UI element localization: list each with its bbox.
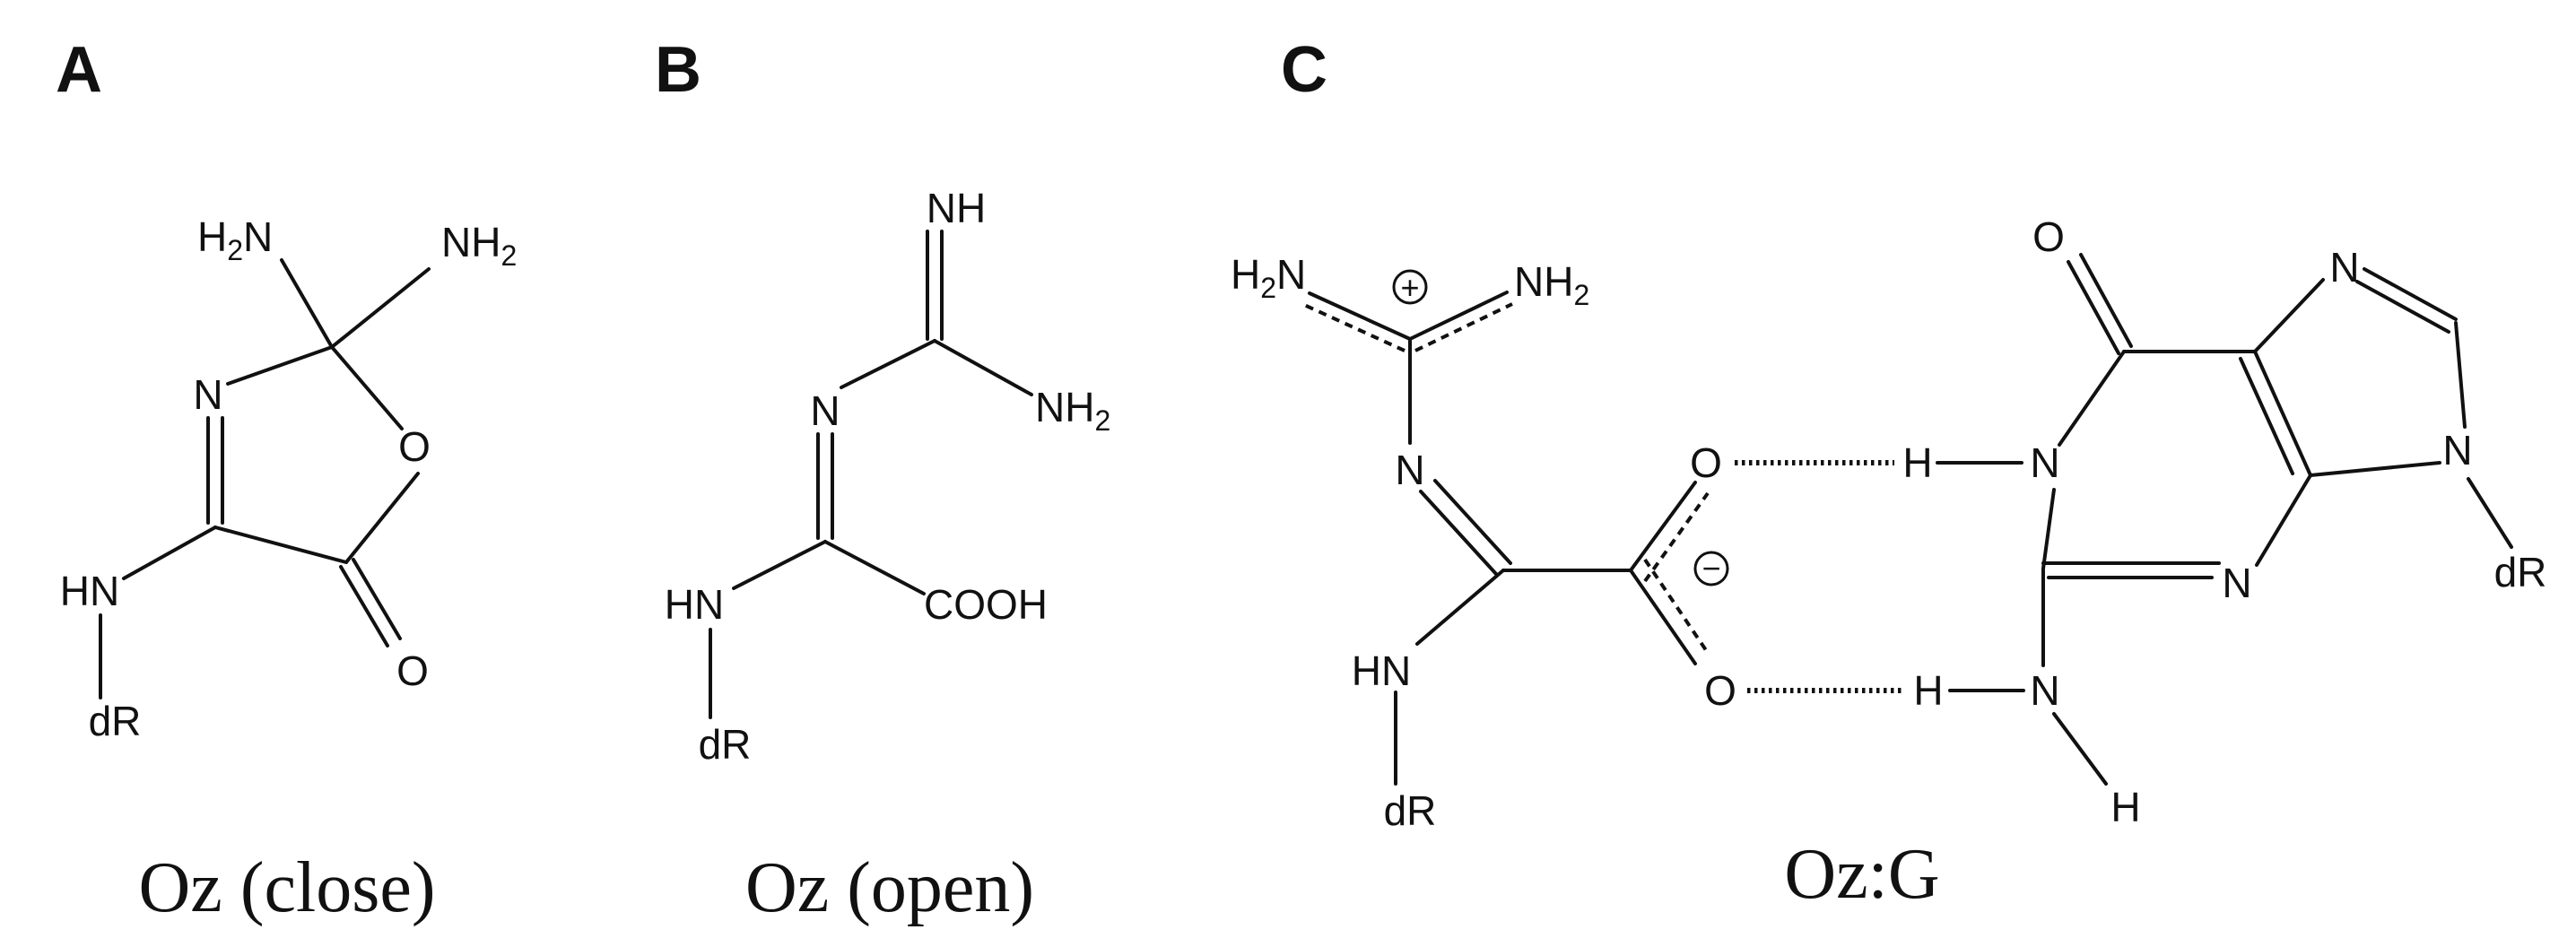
panel-letter-c: C: [1281, 34, 1327, 106]
bond-n9-dr: [2467, 477, 2513, 549]
atom-label: H: [1913, 667, 1943, 714]
bond-c4-hn: [122, 526, 217, 580]
bond-n7-c8-double-a: [2363, 267, 2458, 321]
oz-moiety: + − H2N NH2 N HN dR O O: [1231, 251, 1736, 834]
atom-label: O: [396, 647, 429, 694]
atom-label: dR: [89, 698, 142, 744]
bond-n-c-double-a: [1419, 490, 1498, 576]
atom-label: H: [2110, 784, 2140, 830]
caption-oz-close: Oz (close): [138, 848, 436, 927]
atom-label: NH: [927, 185, 986, 231]
bond-n1-c6: [2058, 350, 2126, 447]
atom-label: NH2: [1035, 384, 1110, 437]
bond-n2-h: [2052, 712, 2108, 786]
bond-n7-c8-double-b: [2355, 280, 2450, 334]
atom-label: O: [1704, 667, 1736, 714]
atom-label: N: [2030, 439, 2059, 486]
bond-coo-o2-resonance: [1643, 558, 1710, 655]
bond-coo-o1: [1629, 481, 1697, 572]
atom-label: COOH: [924, 581, 1048, 628]
atom-label: N: [193, 371, 222, 418]
bond-c4-c5-double-a: [2253, 350, 2312, 477]
atom-label: N: [1395, 447, 1424, 493]
atom-label: HN: [665, 581, 724, 628]
bond-n1-c2: [2041, 488, 2056, 570]
atom-label: O: [398, 423, 431, 470]
atom-label: dR: [699, 721, 752, 768]
minus-charge-circle: [1693, 551, 1729, 586]
bond-guan-c-nh2-resonance: [1414, 302, 1513, 352]
bond-c8-n9: [2454, 321, 2467, 429]
plus-charge-circle: [1392, 269, 1428, 305]
bond-guan-c-h2n: [1308, 291, 1412, 341]
atom-label: O: [1690, 439, 1722, 486]
caption-oz-g: Oz:G: [1784, 835, 1940, 914]
atom-label: NH2: [441, 219, 517, 272]
bond-coo-o2: [1629, 569, 1697, 665]
atom-label: dR: [2494, 549, 2547, 595]
bond-c6-o-double-a: [2067, 260, 2120, 355]
atom-label: NH2: [1514, 258, 1589, 311]
atom-label: N: [2222, 560, 2251, 606]
bond-guan-c-h2n-resonance: [1303, 303, 1405, 352]
bond-c-hn: [1415, 569, 1505, 646]
atom-label: dR: [1384, 787, 1437, 834]
bond-c2-n: [226, 345, 334, 386]
atom-label: N: [2329, 244, 2359, 291]
atom-label: HN: [1352, 647, 1411, 694]
caption-oz-open: Oz (open): [744, 848, 1035, 927]
bond-c4-c5: [213, 526, 348, 564]
atom-label: HN: [60, 568, 119, 614]
bond-o-c5: [344, 472, 420, 564]
bond-coo-o1-resonance: [1643, 491, 1710, 583]
atom-label: H2N: [1231, 251, 1306, 304]
bond-c-cooh: [823, 540, 926, 595]
bond-c5-o-double-b: [352, 558, 402, 640]
bond-guan-c-nh2: [1408, 291, 1509, 341]
bond-n9-c4: [2309, 461, 2441, 477]
bond-n3-c4: [2255, 474, 2312, 567]
bond-c4-c5-double-b: [2239, 357, 2294, 475]
bond-c2-o: [330, 345, 404, 430]
bond-c6-o-double-b: [2079, 253, 2133, 348]
bond-c2-nh2right: [330, 267, 431, 349]
oz-closed-structure: H2N NH2 N O O HN dR: [60, 213, 517, 744]
bond-c5-o-double-a: [339, 565, 389, 647]
atom-label: N: [2030, 667, 2059, 714]
bond-c-n: [840, 339, 936, 389]
bond-c-hn: [732, 540, 827, 590]
atom-label: O: [2032, 213, 2065, 260]
plus-charge: +: [1400, 269, 1419, 306]
minus-charge: −: [1701, 550, 1720, 586]
bond-n-c-double-b: [1433, 479, 1512, 565]
oz-open-structure: NH N NH2 HN COOH dR: [665, 185, 1110, 768]
atom-label: H: [1902, 439, 1932, 486]
guanine-structure: H H N N H N O N N dR: [1902, 213, 2546, 830]
bond-c5-n7: [2253, 278, 2325, 353]
atom-label: N: [810, 387, 840, 434]
atom-label: H2N: [197, 213, 273, 266]
panel-letter-a: A: [56, 34, 102, 106]
bond-c2-nh2left: [280, 258, 334, 349]
atom-label: N: [2442, 427, 2472, 474]
panel-letter-b: B: [655, 34, 701, 106]
bond-c-nh2: [933, 339, 1033, 396]
